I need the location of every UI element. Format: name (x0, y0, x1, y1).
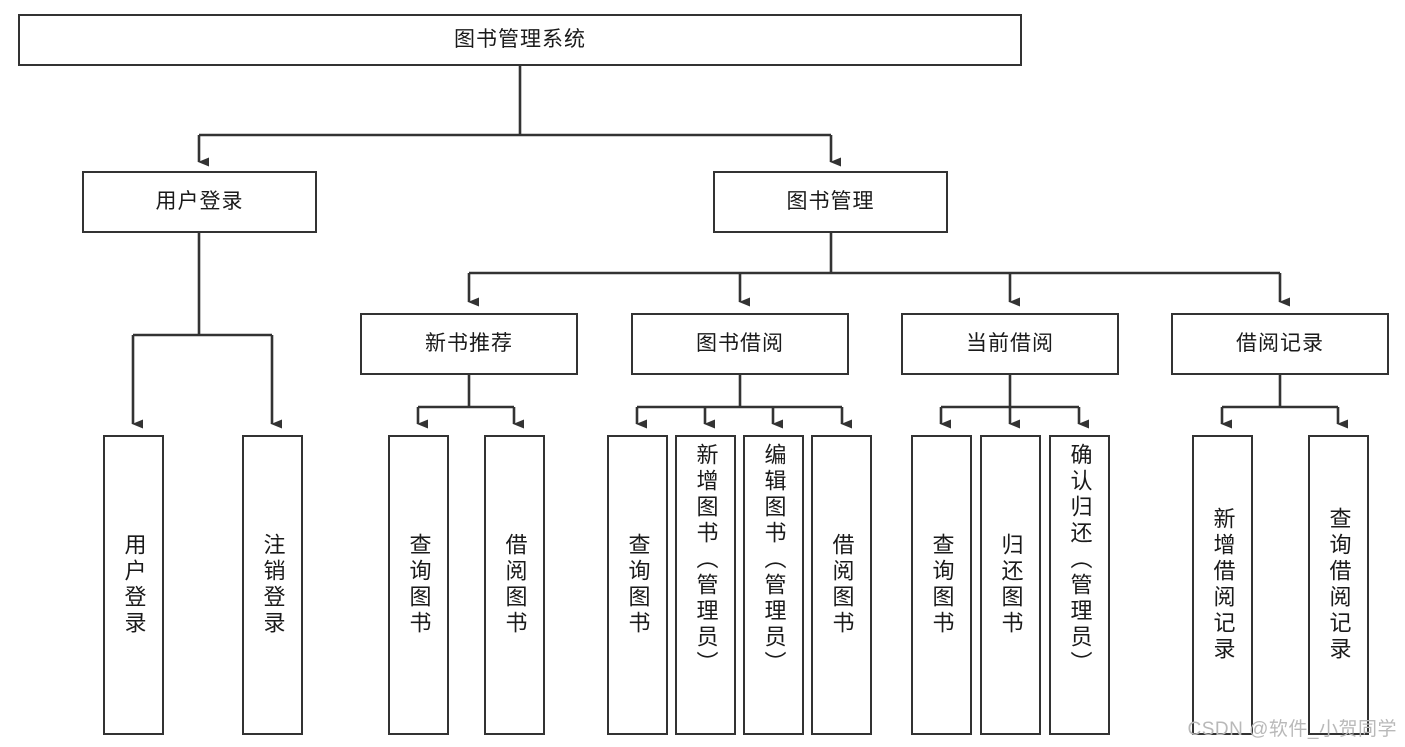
leaf-book-borrow-add[interactable]: 新增图书（管理员） (675, 435, 736, 735)
node-current-borrow-label: 当前借阅 (966, 331, 1054, 355)
leaf-label: 新增图书（管理员） (693, 443, 719, 677)
leaf-label: 注销登录 (260, 533, 286, 637)
leaf-borrow-record-query[interactable]: 查询借阅记录 (1308, 435, 1369, 735)
node-user-login-label: 用户登录 (155, 189, 244, 213)
node-book-borrow-label: 图书借阅 (696, 331, 784, 355)
leaf-label: 新增借阅记录 (1210, 507, 1236, 663)
leaf-user-login-logout[interactable]: 注销登录 (242, 435, 303, 735)
leaf-book-borrow-query[interactable]: 查询图书 (607, 435, 668, 735)
leaf-label: 借阅图书 (502, 533, 528, 637)
leaf-current-borrow-return[interactable]: 归还图书 (980, 435, 1041, 735)
node-root[interactable]: 图书管理系统 (18, 14, 1022, 66)
leaf-user-login-login[interactable]: 用户登录 (103, 435, 164, 735)
leaf-label: 归还图书 (998, 533, 1024, 637)
leaf-new-book-query[interactable]: 查询图书 (388, 435, 449, 735)
node-book-management-label: 图书管理 (786, 189, 875, 213)
node-current-borrow[interactable]: 当前借阅 (901, 313, 1119, 375)
leaf-new-book-borrow[interactable]: 借阅图书 (484, 435, 545, 735)
leaf-label: 确认归还（管理员） (1067, 443, 1093, 677)
leaf-book-borrow-borrow[interactable]: 借阅图书 (811, 435, 872, 735)
node-borrow-record-label: 借阅记录 (1236, 331, 1324, 355)
leaf-borrow-record-add[interactable]: 新增借阅记录 (1192, 435, 1253, 735)
leaf-label: 查询图书 (406, 533, 432, 637)
leaf-label: 借阅图书 (829, 533, 855, 637)
leaf-book-borrow-edit[interactable]: 编辑图书（管理员） (743, 435, 804, 735)
leaf-current-borrow-confirm[interactable]: 确认归还（管理员） (1049, 435, 1110, 735)
node-borrow-record[interactable]: 借阅记录 (1171, 313, 1389, 375)
leaf-label: 查询图书 (625, 533, 651, 637)
leaf-current-borrow-query[interactable]: 查询图书 (911, 435, 972, 735)
watermark-text: CSDN @软件_小贺同学 (1187, 719, 1397, 740)
leaf-label: 查询图书 (929, 533, 955, 637)
node-new-book-recommend-label: 新书推荐 (425, 331, 513, 355)
leaf-label: 用户登录 (121, 533, 147, 637)
leaf-label: 编辑图书（管理员） (761, 443, 787, 677)
node-root-label: 图书管理系统 (454, 27, 586, 51)
node-book-borrow[interactable]: 图书借阅 (631, 313, 849, 375)
leaf-label: 查询借阅记录 (1326, 507, 1352, 663)
node-user-login[interactable]: 用户登录 (82, 171, 317, 233)
node-new-book-recommend[interactable]: 新书推荐 (360, 313, 578, 375)
node-book-management[interactable]: 图书管理 (713, 171, 948, 233)
